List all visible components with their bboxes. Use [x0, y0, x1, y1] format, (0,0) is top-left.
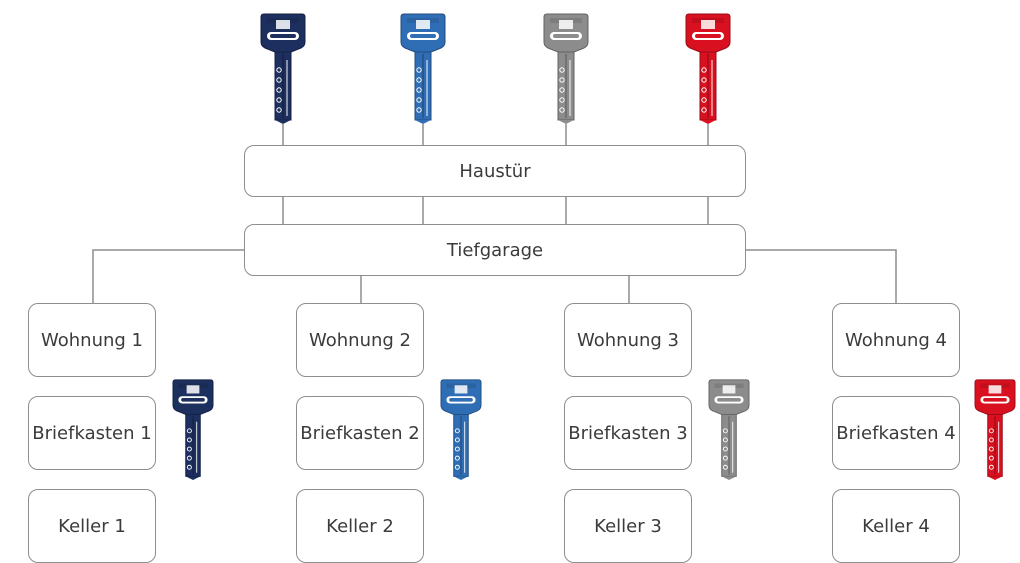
cellar-2-label: Keller 2	[326, 515, 394, 537]
apartment-2-box: Wohnung 2	[296, 303, 424, 377]
main-door-box: Haustür	[244, 145, 746, 197]
cylinder-key-icon	[172, 379, 214, 480]
apartment-1-label: Wohnung 1	[41, 329, 143, 351]
cylinder-key-icon	[543, 13, 589, 124]
apartment-4-label: Wohnung 4	[845, 329, 947, 351]
cylinder-key-icon	[260, 13, 306, 124]
cylinder-key-icon	[708, 379, 750, 480]
apartment-2-label: Wohnung 2	[309, 329, 411, 351]
mailbox-3-label: Briefkasten 3	[568, 422, 688, 444]
apartment-3-box: Wohnung 3	[564, 303, 692, 377]
garage-box: Tiefgarage	[244, 224, 746, 276]
cellar-1-label: Keller 1	[58, 515, 126, 537]
cellar-4-box: Keller 4	[832, 489, 960, 563]
cellar-4-label: Keller 4	[862, 515, 930, 537]
cellar-2-box: Keller 2	[296, 489, 424, 563]
garage-label: Tiefgarage	[446, 239, 544, 261]
mailbox-4-label: Briefkasten 4	[836, 422, 956, 444]
cellar-3-label: Keller 3	[594, 515, 662, 537]
apartment-1-box: Wohnung 1	[28, 303, 156, 377]
mailbox-1-box: Briefkasten 1	[28, 396, 156, 470]
apartment-4-box: Wohnung 4	[832, 303, 960, 377]
apartment-3-label: Wohnung 3	[577, 329, 679, 351]
cellar-1-box: Keller 1	[28, 489, 156, 563]
mailbox-2-box: Briefkasten 2	[296, 396, 424, 470]
cylinder-key-icon	[440, 379, 482, 480]
mailbox-3-box: Briefkasten 3	[564, 396, 692, 470]
mailbox-1-label: Briefkasten 1	[32, 422, 152, 444]
cylinder-key-icon	[400, 13, 446, 124]
cylinder-key-icon	[974, 379, 1016, 480]
cellar-3-box: Keller 3	[564, 489, 692, 563]
cylinder-key-icon	[685, 13, 731, 124]
mailbox-4-box: Briefkasten 4	[832, 396, 960, 470]
mailbox-2-label: Briefkasten 2	[300, 422, 420, 444]
main-door-label: Haustür	[459, 160, 531, 182]
